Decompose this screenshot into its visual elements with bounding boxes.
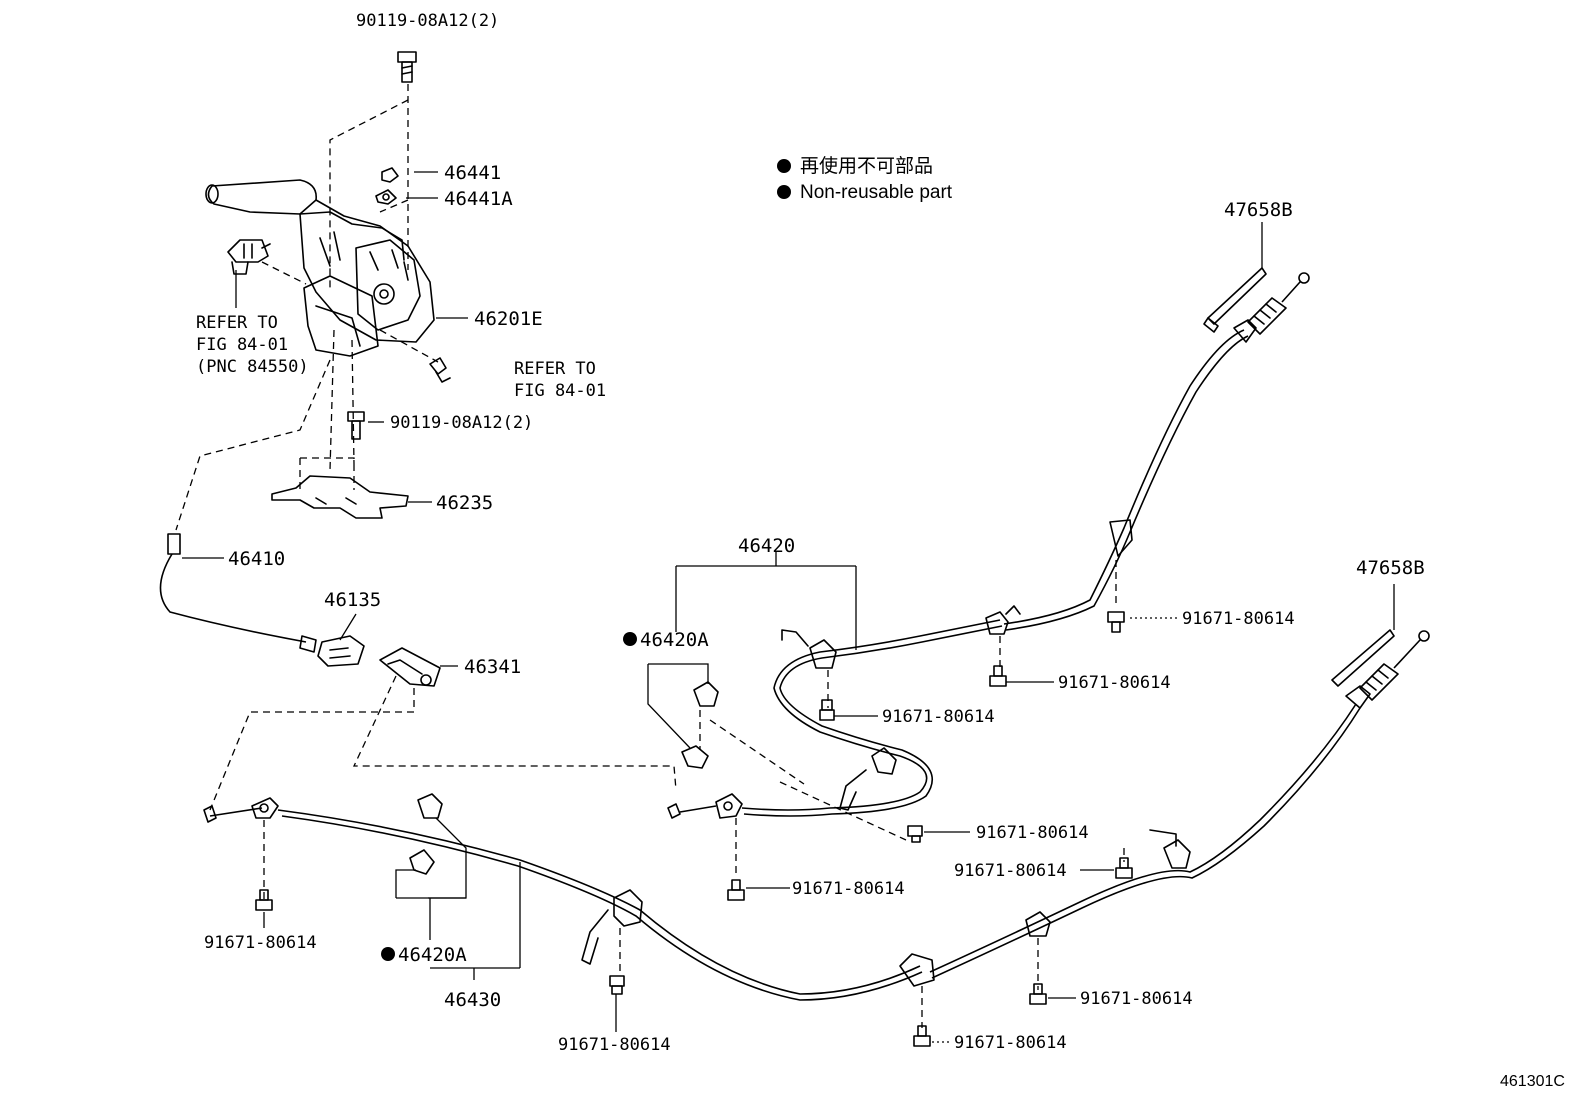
clip-46420a [681,681,719,769]
callout-bolt-91671: 91671-80614 [1080,989,1193,1009]
parking-brake-lever [205,179,435,357]
callout-47658b-bottom: 47658B [1356,557,1425,579]
bolt-icon [429,357,451,383]
refer-fig-label-b: FIG 84-01 [514,381,606,401]
callout-bolt-91671: 91671-80614 [558,1035,671,1055]
legend: 再使用不可部品 Non-reusable part [777,155,953,203]
callout-46235: 46235 [436,492,493,514]
bolt-icon [907,825,923,843]
bolt-icon [1107,611,1125,633]
equalizer-46135 [317,635,365,667]
callout-bolt-90119-mid: 90119-08A12(2) [390,413,533,433]
callout-46420: 46420 [738,535,795,557]
callout-46410: 46410 [228,548,285,570]
callout-bolt-91671: 91671-80614 [1058,673,1171,693]
nut-46441a [375,189,397,205]
callout-bolt-91671: 91671-80614 [882,707,995,727]
callout-46441a: 46441A [444,188,513,210]
callout-46420a-top: 46420A [640,629,709,651]
bolt-icon [989,665,1007,687]
callout-bolt-91671: 91671-80614 [976,823,1089,843]
non-reusable-bullet-icon [381,947,395,961]
refer-to-label-a: REFER TO [196,313,278,333]
clip-46420a [409,793,443,875]
legend-japanese: 再使用不可部品 [800,155,933,177]
refer-to-label-b: REFER TO [514,359,596,379]
non-reusable-bullet-icon [623,632,637,646]
rear-cable-46420 [667,267,1310,819]
bolt-icon [609,975,625,995]
callout-bolt-91671: 91671-80614 [1182,609,1295,629]
adjuster-46341 [379,647,441,687]
non-reusable-bullet-icon [777,159,791,173]
callout-bolt-91671: 91671-80614 [204,933,317,953]
bracket-46235 [271,457,409,519]
callout-46441: 46441 [444,162,501,184]
bolt-icon [397,51,417,83]
bolt-icon [347,411,365,440]
refer-fig-label-a: FIG 84-01 [196,335,288,355]
callout-bolt-90119-top: 90119-08A12(2) [356,11,499,31]
bolt-icon [913,1025,931,1047]
brake-switch [227,239,271,275]
callout-46135: 46135 [324,589,381,611]
callout-46430: 46430 [444,989,501,1011]
callout-46420a-bottom: 46420A [398,944,467,966]
callout-bolt-91671: 91671-80614 [792,879,905,899]
rear-cable-46430 [203,629,1430,1001]
front-cable-46410 [159,533,317,653]
callout-46341: 46341 [464,656,521,678]
bolt-icon [727,879,745,901]
legend-english: Non-reusable part [800,182,953,203]
non-reusable-bullet-icon [777,185,791,199]
bolt-icon [1029,983,1047,1005]
callout-47658b-top: 47658B [1224,199,1293,221]
nut-46441 [381,167,399,183]
bolt-icon [255,889,273,911]
bolt-icon [819,699,835,721]
refer-pnc-label-a: (PNC 84550) [196,357,309,377]
callout-bolt-91671: 91671-80614 [954,861,1067,881]
figure-id: 461301C [1500,1073,1565,1090]
callout-46201e: 46201E [474,308,543,330]
callout-bolt-91671: 91671-80614 [954,1033,1067,1053]
bolt-icon [1115,857,1133,879]
